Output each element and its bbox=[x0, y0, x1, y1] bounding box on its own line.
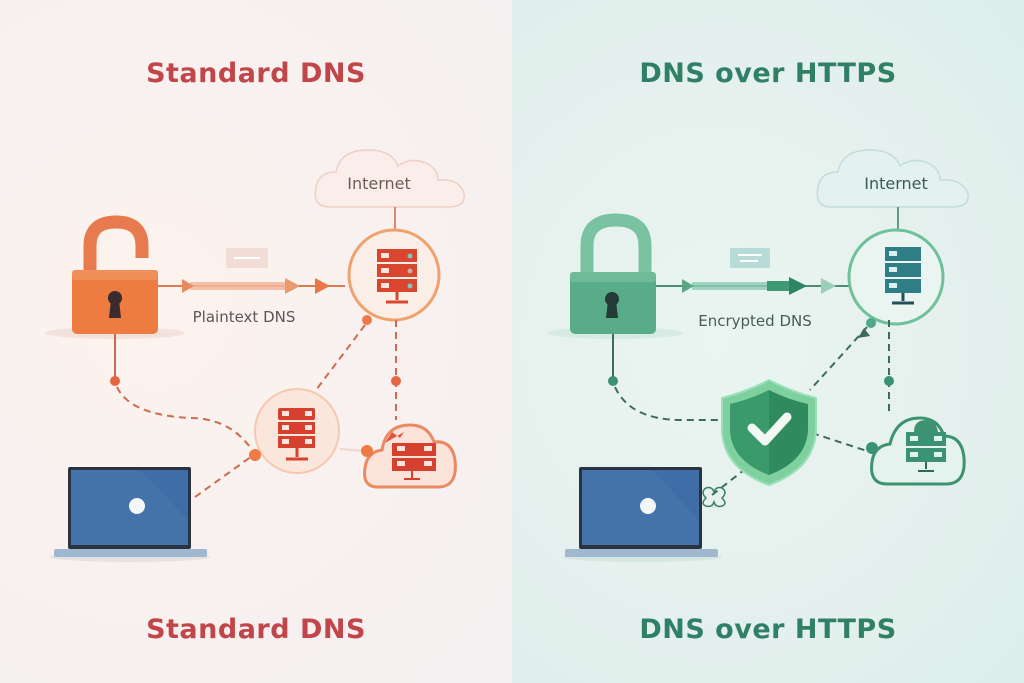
encrypted-dns-label: Encrypted DNS bbox=[698, 312, 812, 330]
padlock-open-icon bbox=[45, 215, 185, 339]
encrypted-flow-arrow bbox=[656, 248, 857, 295]
doh-diagram: Internet Encrypted DNS bbox=[547, 149, 969, 562]
server-icon bbox=[847, 228, 945, 328]
laptop-icon bbox=[50, 467, 210, 562]
cloud-label: Internet bbox=[347, 174, 411, 193]
laptop-icon bbox=[562, 467, 722, 562]
padlock-icon bbox=[547, 213, 683, 339]
resolver-server-icon bbox=[249, 388, 340, 474]
doh-panel: DNS over HTTPS Internet bbox=[512, 0, 1024, 683]
server-icon bbox=[347, 228, 441, 325]
standard-dns-footer-title: Standard DNS bbox=[146, 614, 366, 645]
shield-check-icon bbox=[721, 378, 817, 487]
doh-title: DNS over HTTPS bbox=[639, 58, 897, 89]
cloud-icon: Internet bbox=[816, 149, 969, 208]
standard-dns-diagram: Internet Plaintext DNS bbox=[45, 149, 465, 562]
connector-knot-icon bbox=[702, 486, 726, 508]
cloud-server-icon bbox=[866, 416, 966, 486]
doh-footer-title: DNS over HTTPS bbox=[639, 614, 897, 645]
cloud-icon: Internet bbox=[314, 149, 465, 208]
standard-dns-panel: Standard DNS Internet Plaintext DNS bbox=[0, 0, 512, 683]
cloud-label: Internet bbox=[864, 174, 928, 193]
standard-dns-title: Standard DNS bbox=[146, 58, 366, 89]
plaintext-flow-arrow bbox=[158, 248, 345, 294]
plaintext-dns-label: Plaintext DNS bbox=[193, 308, 296, 326]
cloud-server-icon bbox=[361, 423, 457, 489]
